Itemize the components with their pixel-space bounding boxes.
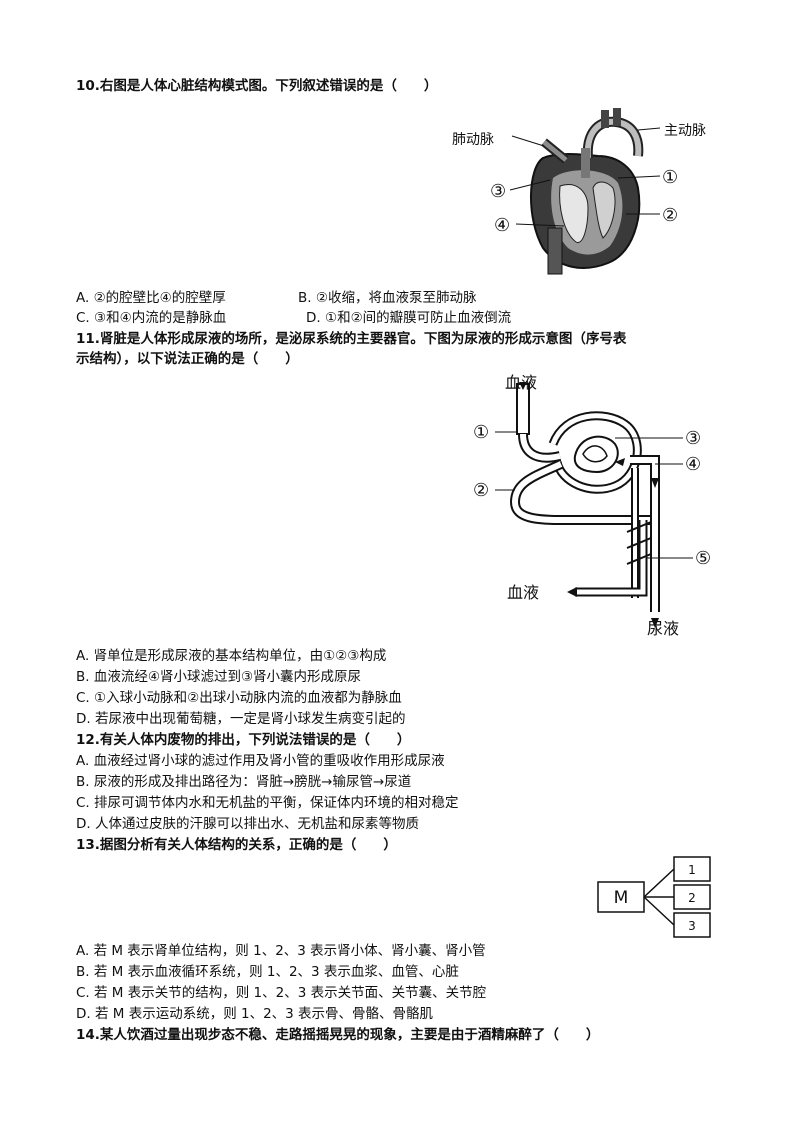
label-aorta: 主动脉 bbox=[664, 123, 706, 139]
q11-stem-line1: 11.肾脏是人体形成尿液的场所，是泌尿系统的主要器官。下图为尿液的形成示意图（序… bbox=[76, 331, 627, 347]
label-n2: ② bbox=[662, 205, 678, 226]
box-1: 1 bbox=[688, 863, 696, 877]
q11-option-a: A. 肾单位是形成尿液的基本结构单位，由①②③构成 bbox=[76, 648, 387, 664]
q12-option-a: A. 血液经过肾小球的滤过作用及肾小管的重吸收作用形成尿液 bbox=[76, 753, 445, 769]
q13-option-a: A. 若 M 表示肾单位结构，则 1、2、3 表示肾小体、肾小囊、肾小管 bbox=[76, 943, 486, 959]
nephron-diagram: 血液 血液 尿液 ① ② ③ ④ ⑤ bbox=[473, 373, 711, 638]
label-n4: ④ bbox=[494, 215, 510, 236]
q12-option-c: C. 排尿可调节体内水和无机盐的平衡，保证体内环境的相对稳定 bbox=[76, 795, 459, 811]
label-n3: ③ bbox=[685, 428, 701, 449]
label-n4: ④ bbox=[685, 454, 701, 475]
q13-option-b: B. 若 M 表示血液循环系统，则 1、2、3 表示血浆、血管、心脏 bbox=[76, 964, 459, 980]
label-n5: ⑤ bbox=[695, 548, 711, 569]
q12-option-d: D. 人体通过皮肤的汗腺可以排出水、无机盐和尿素等物质 bbox=[76, 816, 419, 832]
box-m: M bbox=[614, 888, 629, 908]
q11-option-b: B. 血液流经④肾小球滤过到③肾小囊内形成原尿 bbox=[76, 669, 362, 685]
label-n1: ① bbox=[662, 167, 678, 188]
q10-option-d: D. ①和②间的瓣膜可防止血液倒流 bbox=[306, 310, 512, 326]
label-n1: ① bbox=[473, 422, 489, 443]
q13-option-d: D. 若 M 表示运动系统，则 1、2、3 表示骨、骨骼、骨骼肌 bbox=[76, 1006, 434, 1022]
heart-diagram: 肺动脉 主动脉 ③ ④ ① ② bbox=[452, 108, 706, 275]
q11-option-d: D. 若尿液中出现葡萄糖，一定是肾小球发生病变引起的 bbox=[76, 711, 406, 727]
label-blood-out: 血液 bbox=[507, 583, 539, 602]
label-blood-in: 血液 bbox=[505, 373, 537, 392]
q12-stem: 12.有关人体内废物的排出，下列说法错误的是（ ） bbox=[76, 732, 411, 748]
label-urine: 尿液 bbox=[647, 619, 679, 638]
label-pulmonary-artery: 肺动脉 bbox=[452, 132, 494, 148]
label-n2: ② bbox=[473, 480, 489, 501]
m-structure-diagram: M 1 2 3 bbox=[597, 856, 711, 938]
q10-option-b: B. ②收缩，将血液泵至肺动脉 bbox=[298, 290, 477, 306]
box-3: 3 bbox=[688, 919, 696, 933]
q10-option-c: C. ③和④内流的是静脉血 bbox=[76, 310, 227, 326]
q14-stem: 14.某人饮酒过量出现步态不稳、走路摇摇晃晃的现象，主要是由于酒精麻醉了（ ） bbox=[76, 1027, 600, 1043]
q11-option-c: C. ①入球小动脉和②出球小动脉内流的血液都为静脉血 bbox=[76, 690, 402, 706]
q13-stem: 13.据图分析有关人体结构的关系，正确的是（ ） bbox=[76, 837, 397, 853]
label-n3: ③ bbox=[490, 181, 506, 202]
q12-option-b: B. 尿液的形成及排出路径为：肾脏→膀胱→输尿管→尿道 bbox=[76, 774, 412, 790]
q10-stem: 10.右图是人体心脏结构模式图。下列叙述错误的是（ ） bbox=[76, 78, 438, 94]
q13-option-c: C. 若 M 表示关节的结构，则 1、2、3 表示关节面、关节囊、关节腔 bbox=[76, 985, 487, 1001]
box-2: 2 bbox=[688, 891, 696, 905]
q11-stem-line2: 示结构），以下说法正确的是（ ） bbox=[76, 351, 299, 367]
q10-option-a: A. ②的腔壁比④的腔壁厚 bbox=[76, 290, 226, 306]
